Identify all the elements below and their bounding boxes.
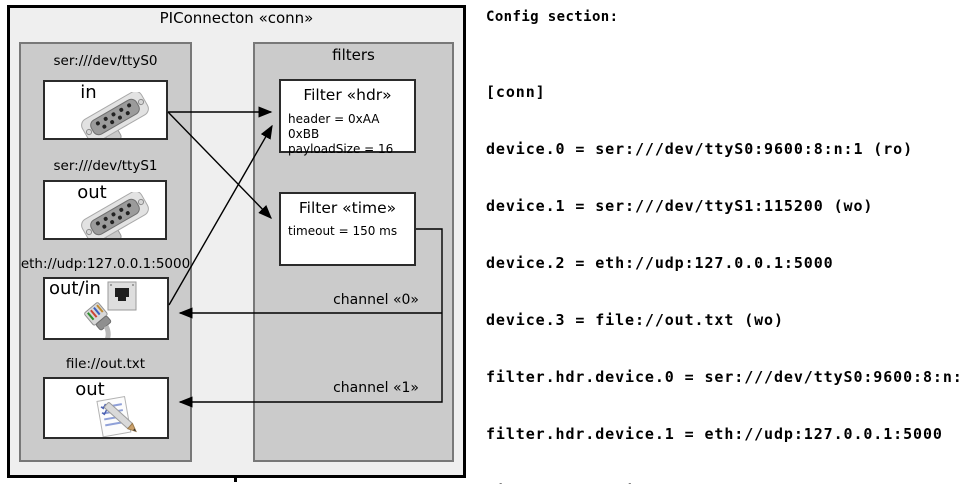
device-label-file: file://out.txt <box>65 356 146 372</box>
notepad-pencil-icon <box>96 395 137 437</box>
frame-bottom-tick <box>234 476 237 482</box>
filter-attribute: timeout = 150 ms <box>288 224 398 238</box>
filters-panel-title: filters <box>332 46 375 64</box>
filter-attribute: payloadSize = 16 <box>288 142 394 156</box>
config-line: filter.hdr.device.1 = eth://udp:127.0.0.… <box>486 425 943 443</box>
config-line: filter.hdr.device.0 = ser:///dev/ttyS0:9… <box>486 368 964 386</box>
device-box-file: out <box>43 377 169 439</box>
serial-connector-icon <box>81 192 149 238</box>
config-heading: Config section: <box>486 9 619 25</box>
device-box-eth: out/in <box>43 277 169 340</box>
ethernet-plug-icon <box>84 302 112 338</box>
filter-attribute: header = 0xAA 0xBB <box>288 112 380 141</box>
filter-box-hdr: Filter «hdr» header = 0xAA 0xBB payloadS… <box>279 79 416 156</box>
config-line: device.1 = ser:///dev/ttyS1:115200 (wo) <box>486 197 874 215</box>
device-label-eth: eth://udp:127.0.0.1:5000 <box>20 256 191 272</box>
port-label: out/in <box>49 278 101 299</box>
config-line: [conn] <box>486 83 546 101</box>
device-label-ttys0: ser:///dev/ttyS0 <box>53 53 158 69</box>
config-line: device.3 = file://out.txt (wo) <box>486 311 784 329</box>
channel-1-label: channel «1» <box>333 380 419 396</box>
connection-title: PIConnecton «conn» <box>159 9 314 27</box>
config-line: filter.hdr.splitMode = header <box>486 482 964 484</box>
port-label: in <box>80 82 97 103</box>
config-line: device.2 = eth://udp:127.0.0.1:5000 <box>486 254 834 272</box>
filter-title: Filter «time» <box>298 199 397 217</box>
port-label: out <box>75 379 105 400</box>
device-box-ttys0: in <box>43 80 168 140</box>
serial-connector-icon <box>81 92 149 138</box>
filter-title: Filter «hdr» <box>303 86 392 104</box>
config-text: [conn] device.0 = ser:///dev/ttyS0:9600:… <box>486 45 964 484</box>
channel-0-label: channel «0» <box>333 292 419 308</box>
filter-box-time: Filter «time» timeout = 150 ms <box>279 192 416 266</box>
device-label-ttys1: ser:///dev/ttyS1 <box>53 158 158 174</box>
config-line: device.0 = ser:///dev/ttyS0:9600:8:n:1 (… <box>486 140 914 158</box>
port-label: out <box>77 182 107 203</box>
device-box-ttys1: out <box>43 180 167 240</box>
ethernet-jack-icon <box>107 281 137 311</box>
